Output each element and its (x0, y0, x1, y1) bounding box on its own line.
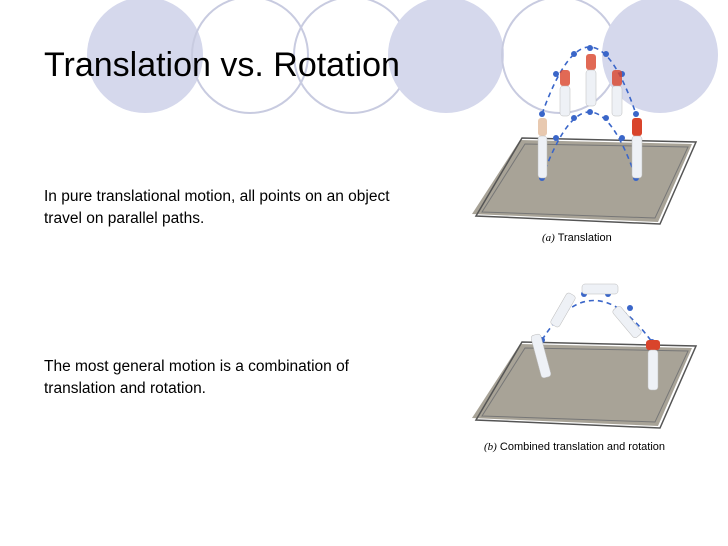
caption-text: Translation (557, 232, 612, 244)
figure-translation (472, 45, 698, 225)
caption-label: (b) (484, 441, 497, 453)
caption-text: Combined translation and rotation (499, 441, 665, 453)
decorative-circles (87, 0, 718, 114)
circle-2 (191, 0, 309, 114)
slide-title: Translation vs. Rotation (44, 46, 400, 84)
paragraph-translation: In pure translational motion, all points… (44, 188, 390, 227)
circle-4 (388, 0, 504, 113)
caption-label: (a) (542, 232, 555, 244)
caption-translation: (a) Translation (542, 232, 612, 244)
circle-1 (87, 0, 203, 113)
figure-combined (472, 283, 698, 429)
trampoline-mat (472, 344, 692, 426)
caption-combined: (b) Combined translation and rotation (484, 441, 665, 453)
gymnast-figures (530, 283, 660, 391)
paragraph-combined-motion: The most general motion is a combination… (44, 358, 349, 397)
gymnast-figures (537, 54, 643, 179)
circle-6 (602, 0, 718, 113)
